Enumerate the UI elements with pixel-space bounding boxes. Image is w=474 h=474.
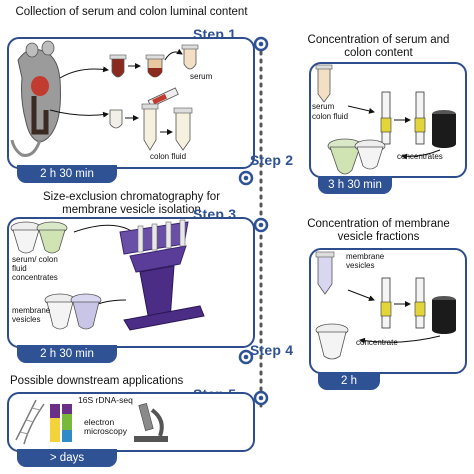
step3-input-label: serum/ colon fluid concentrates <box>12 255 58 282</box>
step5-time-badge: > days <box>17 449 117 467</box>
step2-colon-label: colon fluid <box>312 112 349 121</box>
blood-tube-icon <box>109 54 127 78</box>
microscope-icon <box>134 403 168 442</box>
step1-serum-label: serum <box>190 72 213 81</box>
centrifuge-icon <box>432 110 456 148</box>
step4-time-badge: 2 h <box>318 372 380 390</box>
step1-title: Collection of serum and colon luminal co… <box>15 6 248 18</box>
colon-fluid-tube-icon <box>141 103 159 151</box>
step5-micro-label: electron microscopy <box>84 417 127 436</box>
timeline-node-3 <box>253 217 269 233</box>
centrifuged-tube-icon <box>145 54 165 78</box>
step1-colon-label: colon fluid <box>150 152 187 161</box>
step4-title: Concentration of membrane vesicle fracti… <box>307 218 450 243</box>
vesicle-tube-white-icon <box>44 293 76 330</box>
mouse-icon <box>10 40 61 157</box>
step3-title: Size-exclusion chromatography for membra… <box>42 191 221 216</box>
centrifuge-icon <box>432 296 456 334</box>
step4-concentrate-label: concentrate <box>356 338 398 347</box>
step5-panel <box>7 392 255 452</box>
step4-vesicles-label: membrane vesicles <box>346 252 385 270</box>
dna-icon <box>15 399 45 445</box>
serum-tube-icon <box>315 64 333 103</box>
colon-tube-small-icon <box>109 109 123 129</box>
concentrator-device-2-icon <box>414 91 426 145</box>
step3-time-badge: 2 h 30 min <box>17 345 117 363</box>
vesicle-tube-icon <box>315 251 335 295</box>
timeline-node-5 <box>253 390 269 406</box>
serum-tube-icon <box>181 44 199 70</box>
timeline-node-4 <box>238 349 254 365</box>
step2-time-badge: 3 h 30 min <box>318 176 392 194</box>
step5-seq-label: 16S rDNA-seq <box>78 395 133 405</box>
concentrate-tube-green-icon <box>327 138 363 175</box>
chromatography-rack-icon <box>119 219 205 331</box>
colon-fluid-tube-final-icon <box>173 107 193 151</box>
timeline-node-2 <box>238 170 254 186</box>
sequencing-chart-icon <box>50 404 72 442</box>
step2-label: Step 2 <box>250 152 294 168</box>
step4-label: Step 4 <box>250 342 294 358</box>
concentrate-tube-white-icon <box>354 139 386 170</box>
concentrator-device-icon <box>380 91 392 145</box>
step2-concentrates-label: concentrates <box>397 152 443 161</box>
step1-time-badge: 2 h 30 min <box>17 165 117 183</box>
step2-title: Concentration of serum and colon content <box>307 34 450 59</box>
vesicle-tube-purple-icon <box>70 293 102 330</box>
input-tube-green-icon <box>36 221 68 254</box>
step5-title: Possible downstream applications <box>10 375 184 387</box>
concentrate-tube-icon <box>315 323 349 360</box>
input-tube-white-icon <box>10 221 42 254</box>
timeline-node-1 <box>253 36 269 52</box>
step3-vesicles-label: membrane vesicles <box>12 306 51 324</box>
step2-serum-label: serum <box>312 102 335 111</box>
concentrator-device-2-icon <box>414 277 426 329</box>
concentrator-device-icon <box>380 277 392 329</box>
